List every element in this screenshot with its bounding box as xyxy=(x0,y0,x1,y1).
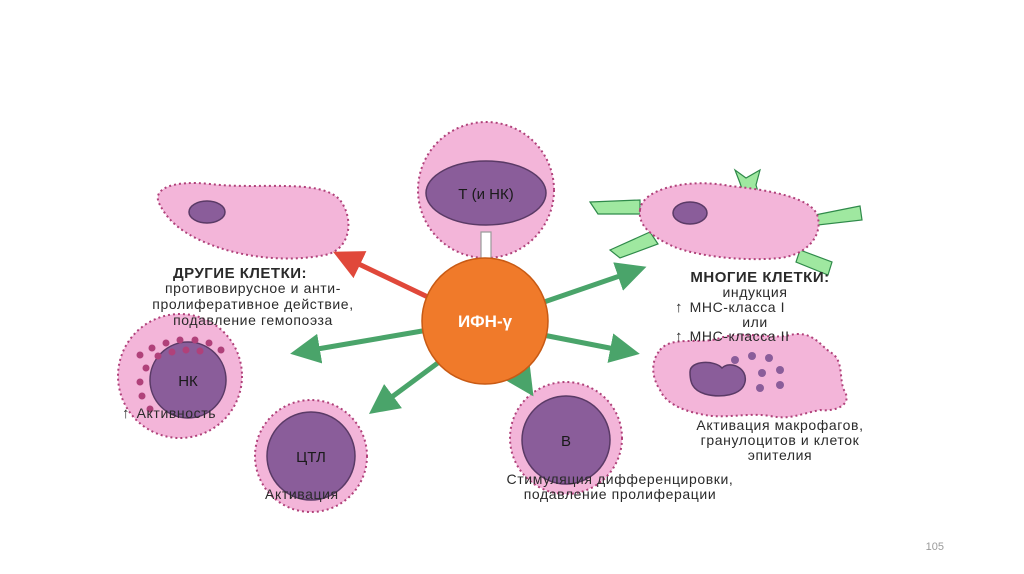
center-label: ИФН-γ xyxy=(458,312,513,331)
nk-granules xyxy=(136,336,225,413)
receptor-5 xyxy=(795,249,833,276)
other-cell xyxy=(157,182,350,260)
macrophage-line1: Активация макрофагов, xyxy=(696,417,864,433)
other-cells-line2: пролиферативное действие, xyxy=(152,296,354,312)
macrophage-line3: эпителия xyxy=(747,447,813,463)
up-arrow-icon: ↑ xyxy=(122,405,131,422)
arrow-to-nk xyxy=(290,327,429,364)
nk-caption: Активность xyxy=(136,405,217,421)
page-number: 105 xyxy=(925,541,944,553)
other-cells-line3: подавление гемопоэза xyxy=(173,312,333,328)
ctl-cell-label: ЦТЛ xyxy=(296,449,326,466)
receptor-3 xyxy=(814,205,863,226)
other-cell-nucleus xyxy=(188,200,226,224)
arrow-to-macrophage xyxy=(537,331,640,363)
source-cell: Т (и НК) xyxy=(417,121,555,259)
nk-cell: НК xyxy=(117,313,243,439)
many-cells-line4: МНС-класса II xyxy=(689,328,790,344)
b-nucleus xyxy=(521,395,611,485)
macrophage-nucleus xyxy=(689,361,746,397)
b-line1: Стимуляция дифференцировки, xyxy=(506,471,734,487)
other-cells-line1: противовирусное и анти- xyxy=(165,280,341,296)
source-cell-nucleus xyxy=(425,160,547,226)
ctl-nucleus xyxy=(266,411,356,501)
many-cells-nucleus xyxy=(672,201,708,225)
source-cell-label: Т (и НК) xyxy=(458,186,513,203)
many-cells-line4-row: ↑ МНС-класса II xyxy=(675,328,790,345)
many-cells-line2: МНС-класса I xyxy=(689,299,786,315)
nk-nucleus xyxy=(149,341,227,419)
center-node: ИФН-γ xyxy=(421,257,549,385)
b-line2: подавление пролиферации xyxy=(523,486,717,502)
macrophage-cell xyxy=(652,333,848,419)
b-cell: В xyxy=(509,381,623,495)
macrophage-granules xyxy=(731,352,784,392)
many-cells-title: МНОГИЕ КЛЕТКИ: xyxy=(690,269,830,286)
ctl-cell: ЦТЛ xyxy=(254,399,368,513)
b-cell-label: В xyxy=(561,433,571,450)
many-cells-cell xyxy=(588,168,863,276)
receptor-4 xyxy=(608,231,659,259)
many-cells-line2-row: ↑ МНС-класса I xyxy=(675,299,785,316)
other-cells-title: ДРУГИЕ КЛЕТКИ: xyxy=(172,265,308,282)
up-arrow-icon: ↑ xyxy=(675,299,684,316)
macrophage-line2: гранулоцитов и клеток xyxy=(700,432,860,448)
ctl-caption: Активация xyxy=(265,486,339,502)
many-cells-line1: индукция xyxy=(722,284,788,300)
receptor-1 xyxy=(588,199,641,215)
up-arrow-icon: ↑ xyxy=(675,328,684,345)
nk-cell-label: НК xyxy=(178,373,198,390)
many-cells-line3: или xyxy=(742,314,768,330)
nk-caption-row: ↑ Активность xyxy=(122,405,216,422)
